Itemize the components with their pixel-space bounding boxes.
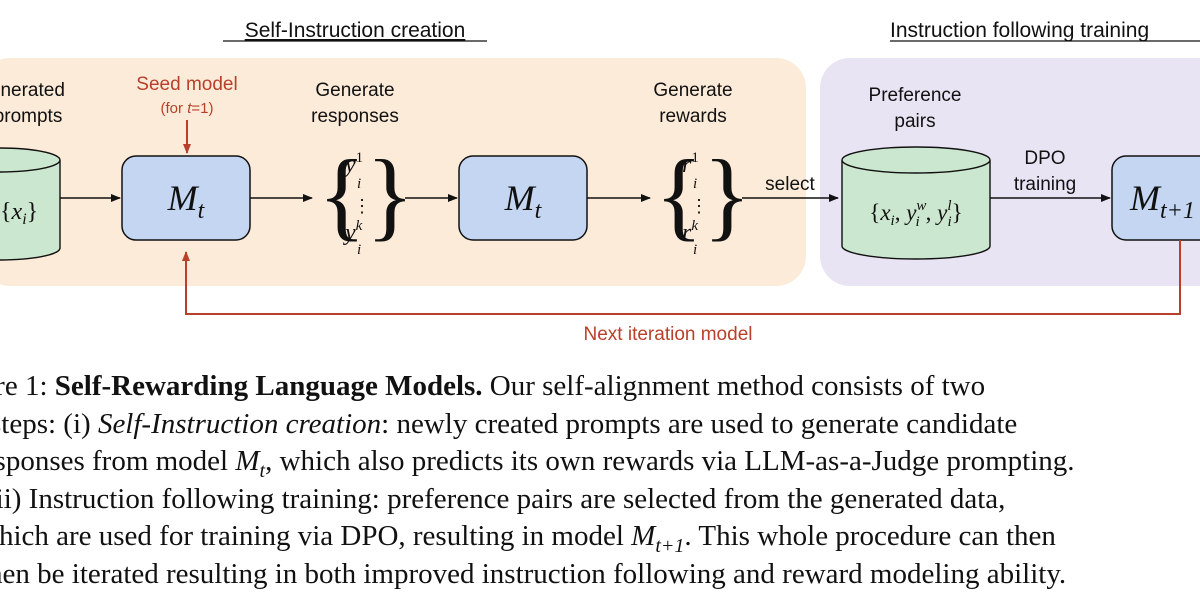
responses-set: { } y1 i ⋮ yk i xyxy=(318,139,414,258)
seed-model-note: (for t=1) xyxy=(161,100,214,117)
svg-text:i: i xyxy=(693,176,697,192)
svg-text:i: i xyxy=(357,176,361,192)
caption-fragment: which are used for training via DPO, res… xyxy=(0,520,632,552)
caption-fragment: M xyxy=(235,445,260,477)
svg-text:{: { xyxy=(318,139,366,250)
svg-text:i: i xyxy=(693,242,697,258)
prompts-database xyxy=(0,147,61,261)
next-iteration-label: Next iteration model xyxy=(584,324,753,345)
select-label: select xyxy=(765,174,815,195)
caption-fragment: responses from model xyxy=(0,445,229,477)
caption-fragment: (ii) Instruction following training: pre… xyxy=(0,482,1006,515)
caption-fragment: Figure 1: xyxy=(0,370,48,402)
reward-last: rk xyxy=(682,218,698,246)
response-first: y1 xyxy=(343,150,363,178)
caption-fragment: Our self-alignment method consists of tw… xyxy=(482,370,986,402)
instruction-following-heading: Instruction following training xyxy=(890,19,1149,42)
dpo-label-line2: training xyxy=(1014,174,1076,195)
prompts-database-math: {xi} xyxy=(0,199,38,228)
svg-text:}: } xyxy=(366,139,414,250)
caption-line: responses from model Mt, which also pred… xyxy=(0,443,1075,490)
caption-fragment: then be iterated resulting in both impro… xyxy=(0,557,1067,590)
figure-caption: Figure 1: Self-Rewarding Language Models… xyxy=(0,368,1200,600)
model-box-next xyxy=(1111,155,1200,241)
svg-text:i: i xyxy=(357,242,361,258)
self-instruction-heading: Self-Instruction creation xyxy=(245,19,466,42)
caption-line: (ii) Instruction following training: pre… xyxy=(0,481,1005,519)
seed-model-label: Seed model xyxy=(136,74,237,95)
preference-pairs-database xyxy=(841,146,991,260)
generated-prompts-label-line2: prompts xyxy=(0,106,62,127)
caption-line: then be iterated resulting in both impro… xyxy=(0,556,1066,594)
caption-fragment: . This whole procedure can then xyxy=(684,520,1056,552)
caption-fragment: M xyxy=(631,520,656,552)
caption-fragment: Self-Instruction creation xyxy=(97,407,382,440)
caption-line: Figure 1: Self-Rewarding Language Models… xyxy=(0,368,985,406)
svg-text:}: } xyxy=(703,139,751,250)
response-vdots: ⋮ xyxy=(353,196,371,216)
caption-fragment: steps: (i) xyxy=(0,407,98,440)
response-last: yk xyxy=(343,218,363,246)
model-next-label: Mt+1 xyxy=(1129,178,1195,224)
caption-fragment: Self-Rewarding Language Models. xyxy=(54,370,483,402)
reward-first: r1 xyxy=(682,150,699,178)
preference-pairs-label-line1: Preference xyxy=(869,85,962,106)
caption-fragment: : newly created prompts are used to gene… xyxy=(381,407,1018,440)
caption-fragment: , which also predicts its own rewards vi… xyxy=(265,445,1075,477)
rewards-set: { } r1 i ⋮ rk i xyxy=(655,139,751,258)
preference-pairs-label-line2: pairs xyxy=(894,111,935,132)
model-label-1: Mt xyxy=(167,178,206,224)
generate-responses-label-line2: responses xyxy=(311,106,399,127)
caption-line: steps: (i) Self-Instruction creation: ne… xyxy=(0,406,1017,444)
caption-fragment: t+1 xyxy=(655,534,685,557)
generate-rewards-label-line2: rewards xyxy=(659,106,727,127)
reward-vdots: ⋮ xyxy=(690,196,708,216)
dpo-label-line1: DPO xyxy=(1024,148,1065,169)
generated-prompts-label-line1: Generated xyxy=(0,80,65,101)
svg-text:{: { xyxy=(655,139,703,250)
caption-fragment: t xyxy=(259,459,266,482)
generate-responses-label-line1: Generate xyxy=(315,80,394,101)
caption-line: which are used for training via DPO, res… xyxy=(0,518,1056,565)
next-iteration-loop xyxy=(182,240,1181,315)
model-label-2: Mt xyxy=(504,178,543,224)
generate-rewards-label-line1: Generate xyxy=(653,80,732,101)
